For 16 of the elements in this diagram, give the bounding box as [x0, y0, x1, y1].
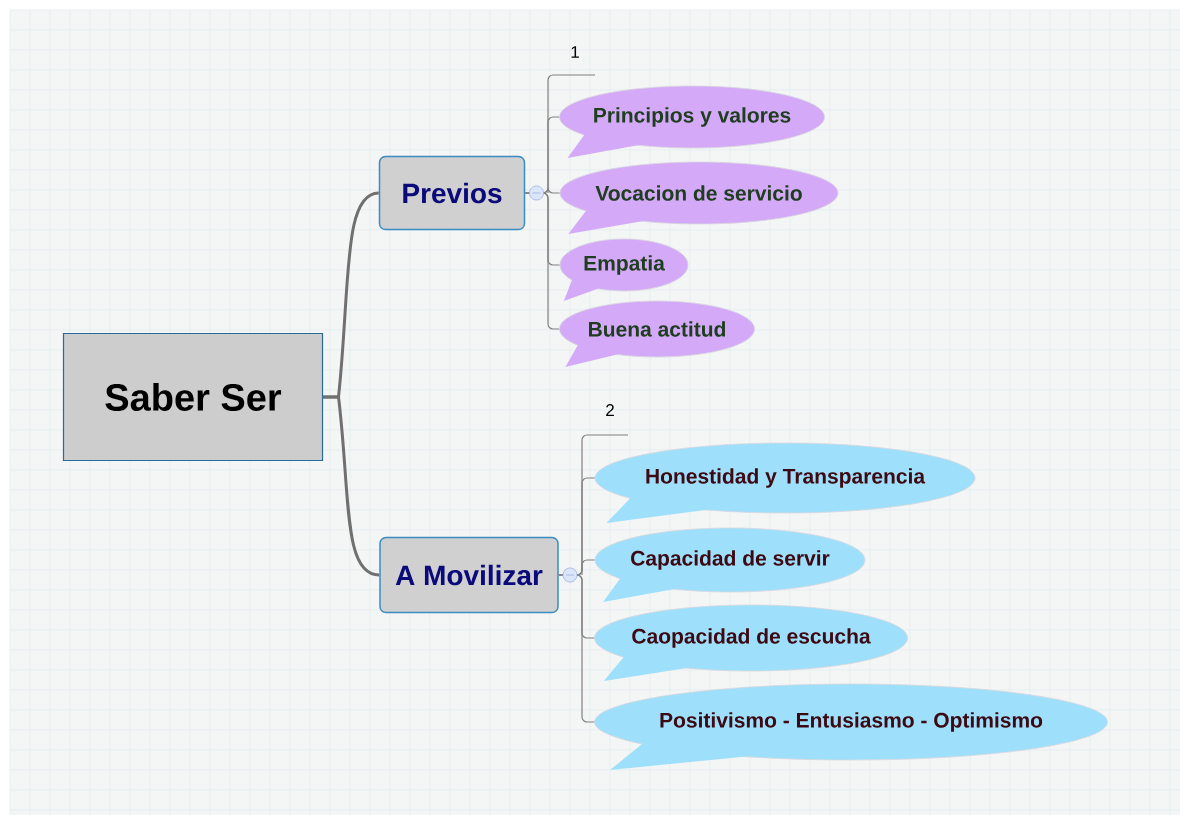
topic-box: A Movilizar: [379, 536, 559, 614]
connector: [524, 192, 560, 330]
speech-bubble: Positivismo - Entusiasmo - Optimismo: [594, 683, 1108, 770]
speech-bubble: Buena actitud: [559, 300, 755, 367]
speech-bubble: Honestidad y Transparencia: [594, 442, 976, 523]
speech-bubble: Capacidad de servir: [594, 527, 866, 602]
branch-number: 1: [571, 46, 579, 58]
branch-number: 2: [606, 404, 614, 416]
connector: [558, 574, 595, 723]
connector: [323, 395, 380, 577]
speech-bubble: Principios y valores: [559, 85, 825, 158]
topic-box: Saber Ser: [62, 332, 324, 462]
speech-bubble: Empatia: [559, 238, 689, 301]
topic-box: Previos: [378, 155, 526, 231]
speech-bubble: Vocacion de servicio: [559, 161, 839, 234]
speech-bubble: Caopacidad de escucha: [594, 604, 908, 681]
